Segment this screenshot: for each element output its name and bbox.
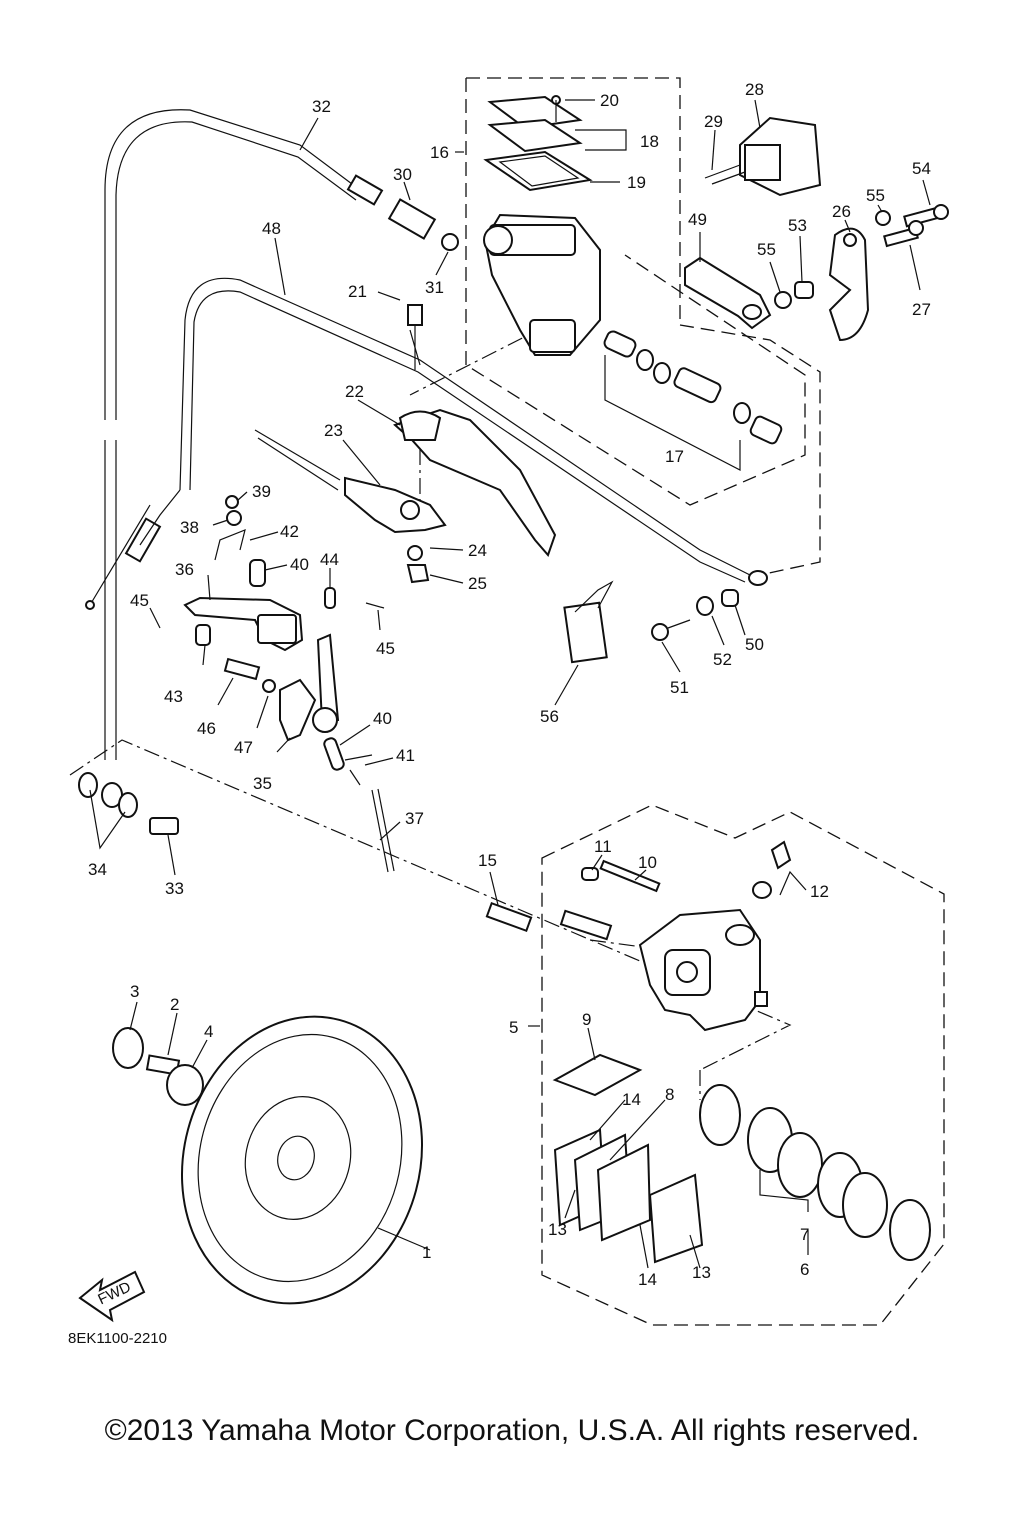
part-code: 8EK1100-2210 [68, 1330, 167, 1347]
callout-40-bottom: 40 [373, 709, 392, 728]
callout-10: 10 [638, 853, 657, 872]
callout-11: 11 [594, 837, 612, 856]
callout-9: 9 [582, 1010, 591, 1029]
callout-leaders [89, 99, 931, 1269]
callout-25: 25 [468, 574, 487, 593]
hardware-50-52 [651, 589, 739, 641]
callout-42: 42 [280, 522, 299, 541]
brake-cable-48 [139, 277, 768, 586]
callout-54: 54 [912, 159, 931, 178]
bolts-right [875, 204, 949, 248]
callout-31: 31 [425, 278, 444, 297]
callout-7: 7 [800, 1225, 809, 1244]
fwd-arrow-icon: FWD [78, 1270, 146, 1323]
callout-38: 38 [180, 518, 199, 537]
lever-49 [684, 256, 814, 330]
callout-numbers: 1 2 3 4 5 6 7 8 9 10 11 12 13 13 14 14 1… [88, 80, 931, 1289]
callout-34: 34 [88, 860, 107, 879]
lever-holder-23 [254, 429, 447, 584]
callout-43: 43 [164, 687, 183, 706]
bracket-26 [828, 227, 870, 342]
callout-51: 51 [670, 678, 689, 697]
callout-32: 32 [312, 97, 331, 116]
callout-19: 19 [627, 173, 646, 192]
fittings-33-34 [78, 772, 179, 835]
callout-53: 53 [788, 216, 807, 235]
callout-35: 35 [253, 774, 272, 793]
callout-17: 17 [665, 447, 684, 466]
callout-5: 5 [509, 1018, 518, 1037]
callout-37: 37 [405, 809, 424, 828]
callout-15: 15 [478, 851, 497, 870]
callout-29: 29 [704, 112, 723, 131]
pistons-seals [699, 1084, 931, 1261]
callout-21: 21 [348, 282, 367, 301]
brake-lever-22 [393, 408, 557, 557]
callout-44: 44 [320, 550, 339, 569]
callout-50: 50 [745, 635, 764, 654]
master-cylinder-group-box [465, 77, 806, 506]
callout-52: 52 [713, 650, 732, 669]
callout-30: 30 [393, 165, 412, 184]
caliper-group-box [541, 804, 945, 1326]
callout-2: 2 [170, 995, 179, 1014]
callout-55-right: 55 [866, 186, 885, 205]
piston-kit-17 [603, 330, 783, 471]
callout-8: 8 [665, 1085, 674, 1104]
callout-13-left: 13 [548, 1220, 567, 1239]
tag-56 [563, 580, 614, 664]
callout-46: 46 [197, 719, 216, 738]
callout-27: 27 [912, 300, 931, 319]
callout-47: 47 [234, 738, 253, 757]
callout-24: 24 [468, 541, 487, 560]
callout-4: 4 [204, 1022, 213, 1041]
callout-33: 33 [165, 879, 184, 898]
callout-3: 3 [130, 982, 139, 1001]
lever-assembly-group-box [679, 324, 821, 576]
callout-23: 23 [324, 421, 343, 440]
callout-12: 12 [810, 882, 829, 901]
callout-39: 39 [252, 482, 271, 501]
callout-13-right: 13 [692, 1263, 711, 1282]
callout-40-top: 40 [290, 555, 309, 574]
callout-56: 56 [540, 707, 559, 726]
callout-36: 36 [175, 560, 194, 579]
callout-1: 1 [422, 1243, 431, 1262]
callout-14-top: 14 [622, 1090, 641, 1109]
callout-6: 6 [800, 1260, 809, 1279]
small-hardware-top [407, 233, 459, 370]
callout-28: 28 [745, 80, 764, 99]
caliper-5 [485, 840, 792, 1032]
callout-18: 18 [640, 132, 659, 151]
pedal-arm-36 [183, 495, 304, 652]
callout-22: 22 [345, 382, 364, 401]
master-cylinder-16 [483, 95, 601, 356]
callout-20: 20 [600, 91, 619, 110]
callout-45-right: 45 [376, 639, 395, 658]
callout-55-left: 55 [757, 240, 776, 259]
callout-16: 16 [430, 143, 449, 162]
link-35 [223, 587, 395, 873]
callout-45-left: 45 [130, 591, 149, 610]
callout-26: 26 [832, 202, 851, 221]
callout-49: 49 [688, 210, 707, 229]
callout-48: 48 [262, 219, 281, 238]
callout-41: 41 [396, 746, 415, 765]
brake-disc-1 [112, 1015, 423, 1305]
copyright-notice: ©2013 Yamaha Motor Corporation, U.S.A. A… [104, 1414, 920, 1447]
brake-pads [552, 1053, 704, 1264]
clutch-cable-32 [85, 109, 437, 760]
brake-switch-28 [704, 116, 822, 197]
callout-14-bottom: 14 [638, 1270, 657, 1289]
